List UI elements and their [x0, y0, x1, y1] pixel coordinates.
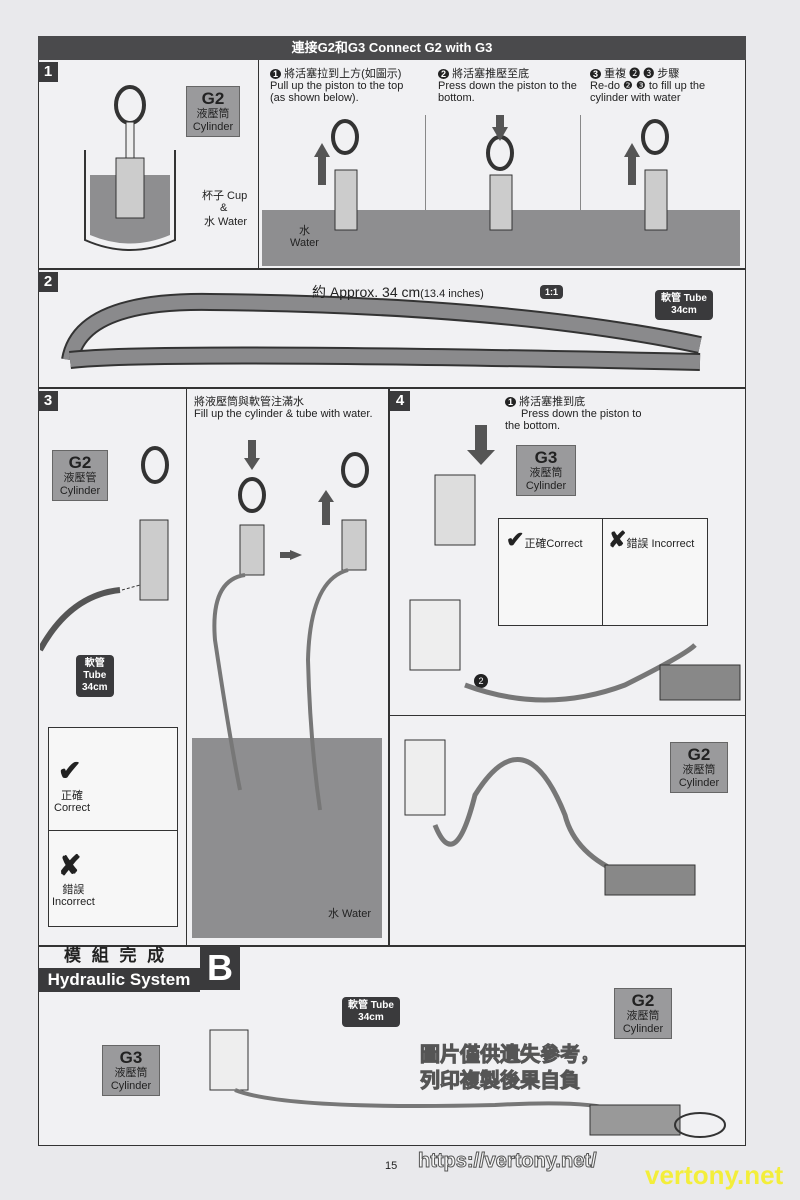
substep-1: 1 將活塞拉到上方(如圖示)Pull up the piston to the … — [270, 68, 404, 104]
divider — [38, 945, 746, 947]
cup-cylinder-illustration — [84, 85, 176, 251]
cross-icon: ✘ — [608, 527, 627, 552]
check-icon: ✔ — [506, 527, 525, 552]
water-label: 水 Water — [204, 216, 247, 228]
divider — [38, 387, 746, 389]
water-label: 水 Water — [328, 908, 371, 920]
divider — [38, 268, 746, 270]
step-number-3: 3 — [38, 391, 58, 411]
hydraulic-system-illustration — [209, 1029, 726, 1138]
connection-detail-box — [498, 518, 708, 626]
divider — [48, 830, 178, 831]
check-icon: ✔ — [58, 755, 82, 786]
cross-icon: ✘ — [58, 850, 82, 881]
fill-illustration — [212, 440, 369, 811]
piston-illustrations — [314, 115, 669, 231]
divider — [258, 60, 259, 268]
section-title-en: Hydraulic System — [38, 968, 200, 992]
tube-illustration — [61, 292, 702, 371]
water-area — [192, 738, 382, 938]
step-number-1: 1 — [38, 62, 58, 82]
cylinder-tube-illustration — [40, 446, 169, 652]
watermark-site: vertony.net — [645, 1160, 784, 1190]
incorrect-label: ✘錯誤 Incorrect — [608, 527, 695, 552]
step-number-4: 4 — [390, 391, 410, 411]
step-marker-2: 2 — [474, 674, 488, 688]
divider — [602, 518, 603, 626]
watermark-line2: 列印複製後果自負 — [420, 1070, 581, 1093]
step-number-2: 2 — [38, 272, 58, 292]
tube-length: 約 Approx. 34 cm(13.4 inches) — [312, 284, 484, 300]
divider — [580, 115, 581, 210]
section-letter: B — [200, 946, 240, 990]
page-number: 15 — [385, 1160, 398, 1172]
ampersand: & — [220, 202, 228, 214]
scale-badge: 1:1 — [540, 285, 564, 299]
correct-label: ✔正確Correct — [506, 527, 583, 552]
section-title-zh: 模 組 完 成 — [64, 946, 168, 965]
watermark-line1: 圖片僅供遺失參考， — [420, 1044, 601, 1067]
watermark-url: https://vertony.net/ — [418, 1150, 598, 1173]
divider — [390, 715, 746, 716]
cup-label: 杯子 Cup — [202, 190, 248, 202]
page-title: 連接G2和G3 Connect G2 with G3 — [38, 36, 746, 60]
divider — [388, 387, 390, 945]
divider — [425, 115, 426, 210]
divider — [186, 387, 187, 945]
connect-illustration — [404, 425, 741, 896]
correct-incorrect-box — [48, 727, 178, 927]
